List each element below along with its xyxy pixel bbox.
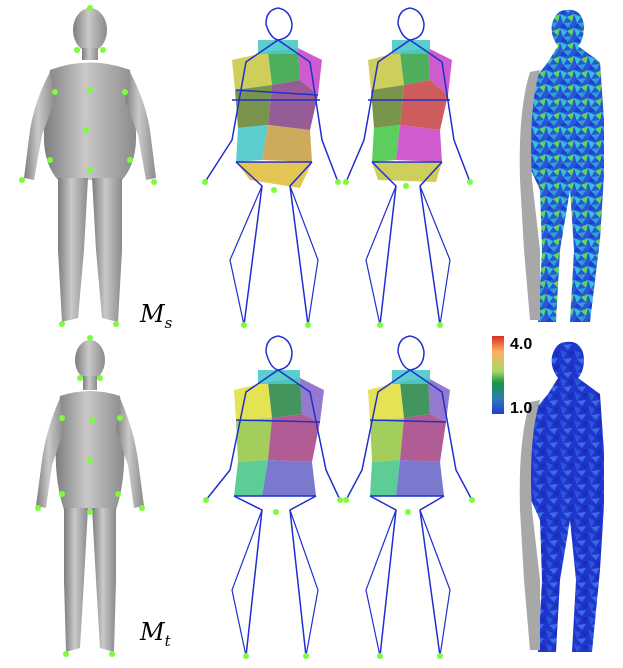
target-skeleton-a [203,336,343,659]
target-model-label: Mt [139,618,172,650]
colorbar-gradient [492,336,504,414]
target-heatmap-body [520,342,604,652]
source-skeleton-a [202,8,341,328]
colorbar-max-label: 4.0 [510,336,532,353]
target-mesh-body [36,340,144,652]
colorbar-min-label: 1.0 [510,400,532,417]
colorbar: 4.0 1.0 [492,336,532,417]
target-skeleton-b [343,336,475,659]
row-target: Mt [35,335,604,659]
source-heatmap-body [520,10,604,322]
source-mesh-body [24,8,156,322]
source-model-label: Ms [139,300,173,332]
source-skeleton-b [343,8,473,328]
row-source: Ms [19,5,604,332]
